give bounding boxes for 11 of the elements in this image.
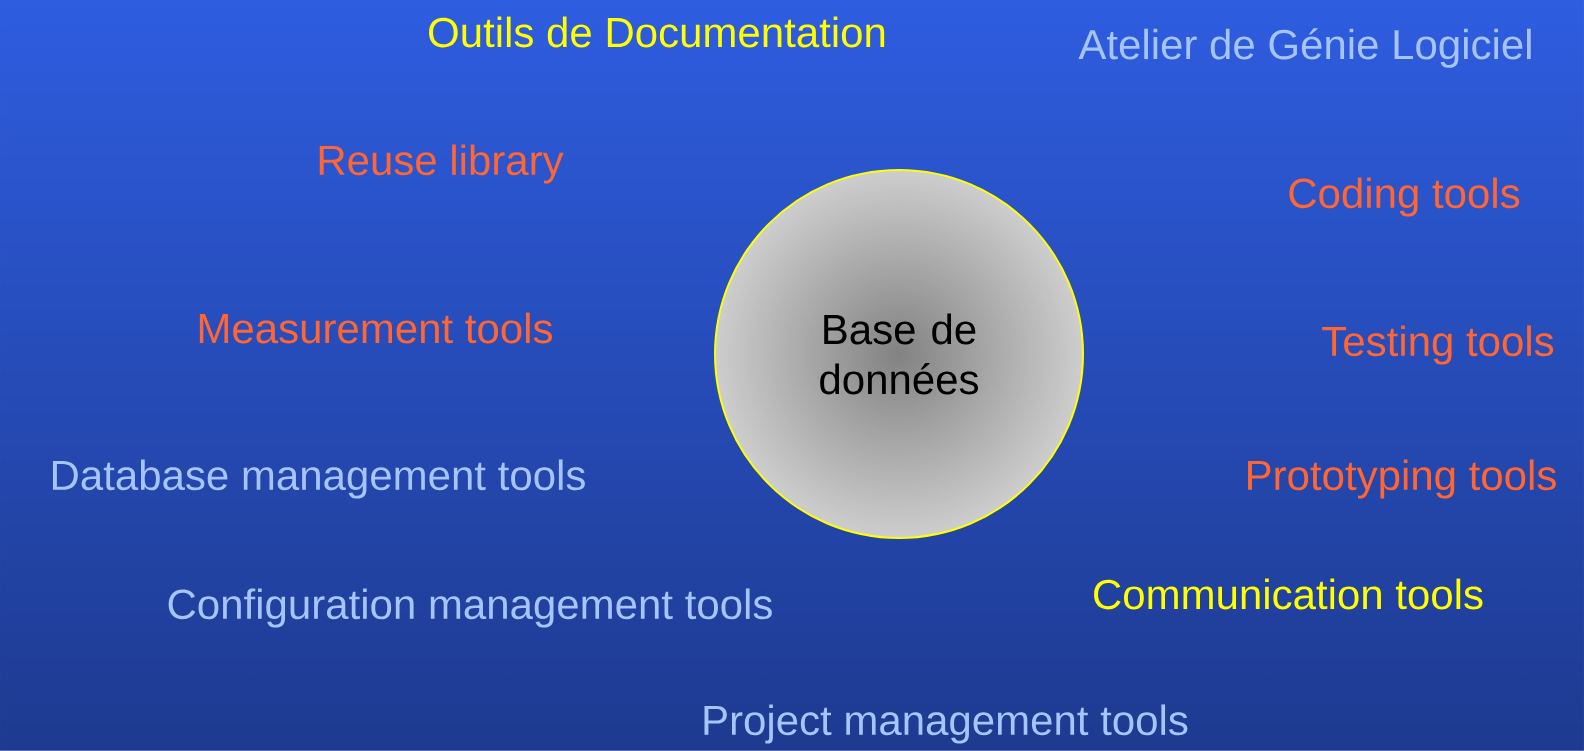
tool-label: Outils de Documentation [429, 16, 885, 48]
tool-label: Measurement tools [199, 312, 552, 344]
tool-label: Reuse library [319, 144, 564, 184]
tool-label: Communication tools [1094, 578, 1483, 610]
tool-label: Configuration management tools [168, 588, 772, 628]
title: Atelier de Génie Logiciel [1078, 28, 1531, 68]
tool-label: Testing tools [1322, 325, 1554, 365]
tool-label: Database management tools [52, 459, 585, 499]
tool-label: Project management tools [704, 704, 1188, 744]
tool-label: Coding tools [1289, 177, 1520, 217]
tool-label: Prototyping tools [1248, 459, 1556, 499]
